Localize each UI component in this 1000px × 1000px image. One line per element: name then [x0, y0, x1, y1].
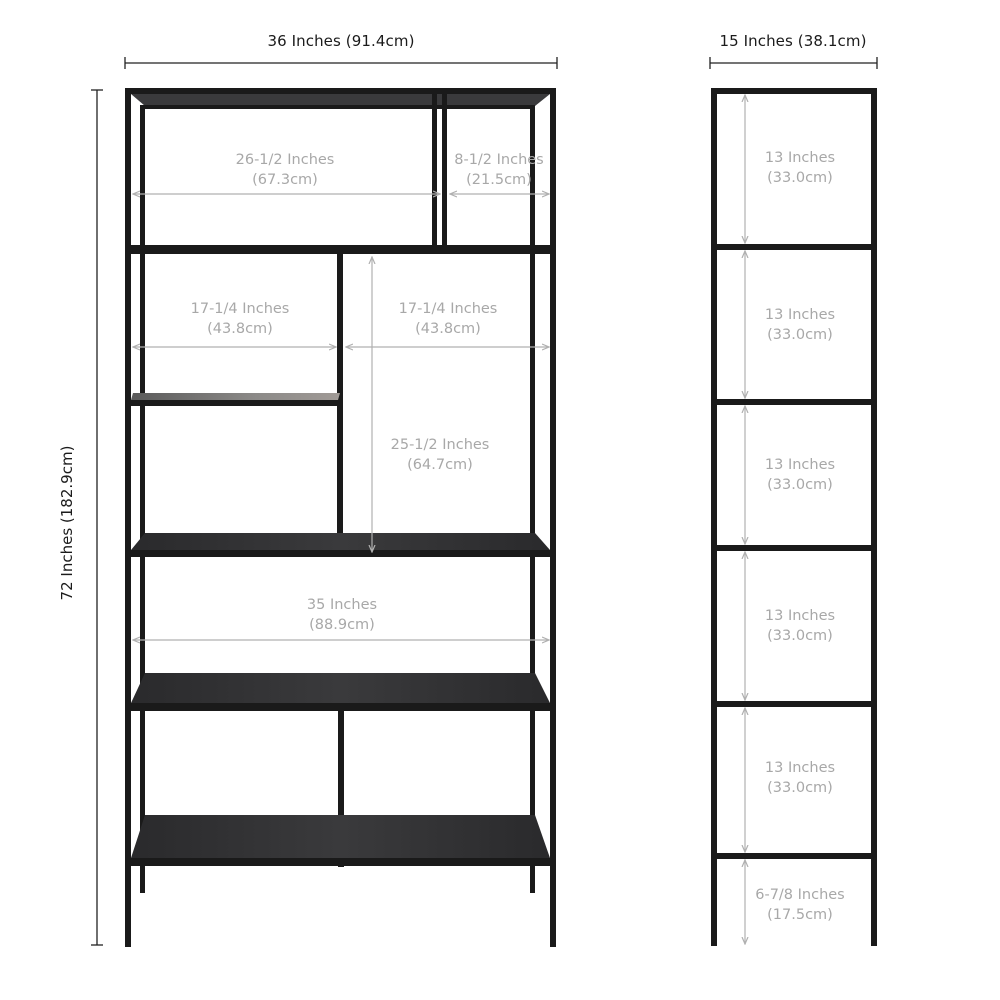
compartment-label-middle-right: 17-1/4 Inches (43.8cm) — [373, 299, 523, 339]
compartment-label-full-width: 35 Inches (88.9cm) — [282, 595, 402, 635]
shelf-gap-label-5: 13 Inches (33.0cm) — [745, 758, 855, 798]
dimension-cm: (43.8cm) — [415, 321, 481, 337]
dimension-inches: 17-1/4 Inches — [190, 301, 290, 317]
dimension-cm: (33.0cm) — [767, 780, 833, 796]
dimension-cm: (33.0cm) — [767, 477, 833, 493]
dimension-inches: 6-7/8 Inches — [755, 887, 845, 903]
compartment-label-top-right: 8-1/2 Inches (21.5cm) — [440, 150, 558, 190]
side-view-bookshelf — [711, 88, 877, 946]
dimension-inches: 13 Inches — [764, 608, 836, 624]
overall-depth-label: 15 Inches (38.1cm) — [719, 32, 867, 50]
depth-dimension-line — [709, 57, 878, 69]
dimension-inches: 17-1/4 Inches — [398, 301, 498, 317]
shelf-gap-label-4: 13 Inches (33.0cm) — [745, 606, 855, 646]
dimension-cm: (64.7cm) — [407, 457, 473, 473]
dimension-cm: (33.0cm) — [767, 170, 833, 186]
shelf-gap-label-1: 13 Inches (33.0cm) — [745, 148, 855, 188]
dimension-inches: 35 Inches — [306, 597, 378, 613]
shelf-gap-label-2: 13 Inches (33.0cm) — [745, 305, 855, 345]
dimension-cm: (88.9cm) — [309, 617, 375, 633]
dimension-inches: 25-1/2 Inches — [390, 437, 490, 453]
front-interior-dimension-arrows — [133, 194, 549, 640]
dimension-inches: 13 Inches — [764, 307, 836, 323]
dimension-inches: 13 Inches — [764, 150, 836, 166]
dimension-cm: (33.0cm) — [767, 327, 833, 343]
compartment-label-middle-left: 17-1/4 Inches (43.8cm) — [165, 299, 315, 339]
dimension-cm: (21.5cm) — [466, 172, 532, 188]
overall-height-label: 72 Inches (182.9cm) — [58, 445, 76, 601]
dimension-cm: (33.0cm) — [767, 628, 833, 644]
dimension-cm: (43.8cm) — [207, 321, 273, 337]
dimension-cm: (67.3cm) — [252, 172, 318, 188]
dimension-cm: (17.5cm) — [767, 907, 833, 923]
shelf-gap-label-6: 6-7/8 Inches (17.5cm) — [738, 885, 862, 925]
shelf-gap-label-3: 13 Inches (33.0cm) — [745, 455, 855, 495]
compartment-label-top-left: 26-1/2 Inches (67.3cm) — [205, 150, 365, 190]
dimension-inches: 8-1/2 Inches — [454, 152, 544, 168]
overall-width-label: 36 Inches (91.4cm) — [267, 32, 415, 50]
dimension-inches: 13 Inches — [764, 760, 836, 776]
dimension-inches: 13 Inches — [764, 457, 836, 473]
dimension-inches: 26-1/2 Inches — [235, 152, 335, 168]
compartment-label-tall-right: 25-1/2 Inches (64.7cm) — [365, 435, 515, 475]
front-view-bookshelf — [125, 88, 556, 947]
overall-width-dimension-line — [124, 57, 558, 69]
overall-height-dimension-line — [91, 89, 103, 946]
